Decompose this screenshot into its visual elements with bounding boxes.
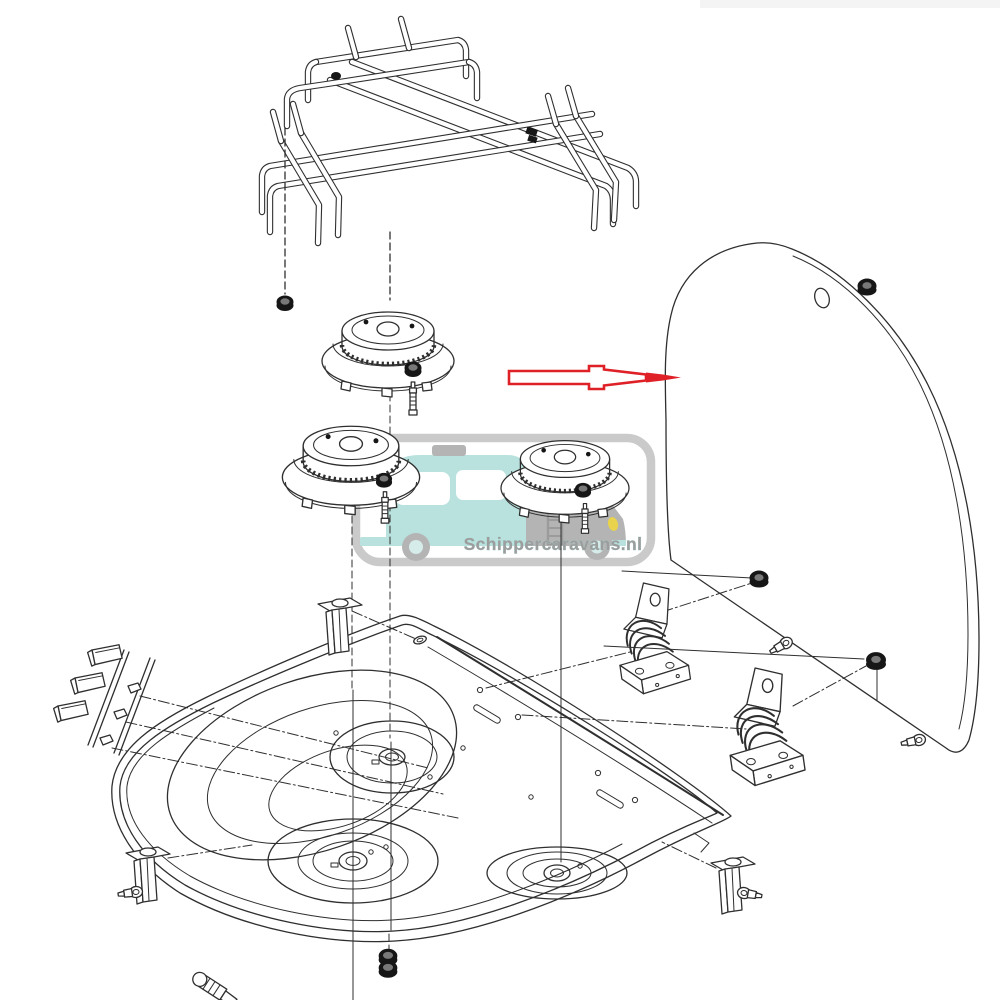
lid-nut-icon bbox=[857, 278, 877, 296]
hinge-rear-icon bbox=[729, 666, 807, 787]
burner-grommet bbox=[574, 482, 592, 498]
burner-grommet bbox=[375, 472, 393, 488]
burner-top-icon bbox=[322, 312, 454, 397]
grid-clip-right bbox=[525, 126, 538, 144]
pan-support-grid-icon bbox=[258, 15, 640, 247]
scan-artifact-strip bbox=[700, 0, 1000, 8]
hinge-leaders bbox=[485, 570, 878, 730]
hinge-front-icon bbox=[618, 582, 692, 695]
vent-slot bbox=[473, 704, 501, 724]
clamp-right-icon bbox=[710, 856, 756, 915]
burner-recess-right bbox=[486, 846, 628, 900]
burner-recess-top bbox=[329, 720, 455, 794]
mounting-clamps bbox=[116, 597, 764, 1000]
tray-back-edge bbox=[436, 636, 724, 816]
bottom-screw-icon bbox=[192, 971, 247, 1000]
hob-tray-icon bbox=[111, 614, 732, 943]
control-knob-rail-icon bbox=[51, 639, 459, 819]
hinge-screw-icon bbox=[767, 634, 796, 658]
watermark-text: Schippercaravans.nl bbox=[464, 534, 643, 554]
lid-hole bbox=[814, 287, 830, 309]
bottom-grommet bbox=[378, 960, 398, 978]
glass-lid-icon bbox=[664, 242, 980, 753]
vent-slot bbox=[596, 789, 624, 809]
assembly-center-lines bbox=[351, 371, 562, 1000]
red-callout-arrow-icon bbox=[507, 364, 681, 391]
headlight bbox=[607, 517, 619, 531]
hinge-screw-icon bbox=[899, 732, 928, 750]
rubber-grommet bbox=[276, 295, 294, 311]
grid-clip-left bbox=[331, 72, 341, 80]
lid-nut-icon bbox=[866, 652, 886, 670]
knob-icon bbox=[68, 667, 108, 699]
knob-icon bbox=[51, 695, 91, 727]
sink-bowl bbox=[166, 669, 458, 861]
lid-nut-icon bbox=[749, 570, 769, 588]
burner-grommet bbox=[404, 361, 422, 377]
